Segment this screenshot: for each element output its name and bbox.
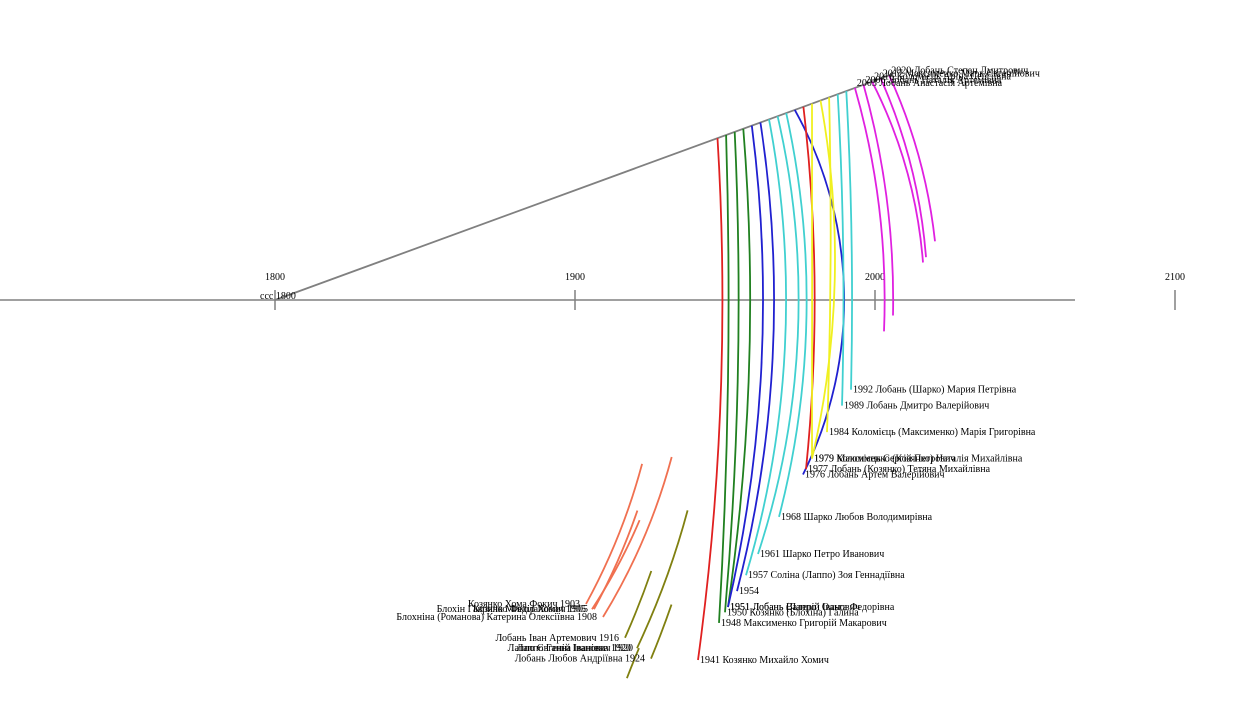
- person-arc: [836, 94, 845, 406]
- axis-tick-label: 1900: [565, 272, 585, 283]
- person-arc: [745, 119, 787, 576]
- axis-tick-label: 2100: [1165, 272, 1185, 283]
- person-label: 2016 Коломієць Аріна Сергіївна: [874, 72, 1011, 83]
- person-arc: [727, 128, 751, 608]
- person-label: Лаппо Євгеній Іванович 1920: [508, 643, 633, 654]
- person-label: 1951 Лобань (Лаппо) Ольга Федорівна: [730, 602, 895, 613]
- person-label: 1951 Лобань Валерій Іванович: [730, 602, 860, 613]
- person-label: 2017 Максименко Марк Євгенійович: [883, 69, 1040, 80]
- person-label: Лобань Любов Андріївна 1924: [515, 654, 645, 665]
- person-arc: [591, 519, 641, 610]
- person-label: Блохін Гаврило Миколайович 1905: [437, 604, 586, 615]
- person-label: 1954: [739, 586, 759, 597]
- person-arc: [585, 463, 643, 605]
- person-label: 1961 Шарко Петро Иванович: [760, 549, 884, 560]
- person-arc: [602, 456, 673, 618]
- person-label: 1989 Лобань Дмитро Валерійович: [844, 401, 989, 412]
- person-arc: [636, 510, 689, 649]
- person-arc: [650, 604, 673, 659]
- person-label: 1984 Коломієць (Максименко) Марія Григор…: [829, 427, 1036, 438]
- person-label: 1950 Козянко (Блохіна) Галина: [727, 607, 859, 618]
- person-arcs: [585, 75, 936, 679]
- diagonal-guide-line: [274, 73, 894, 301]
- person-arc: [736, 122, 775, 592]
- person-arc: [626, 647, 640, 679]
- person-arc: [778, 112, 808, 518]
- person-arc: [888, 75, 936, 242]
- person-arc: [879, 78, 927, 258]
- origin-label: ccc 1800: [260, 291, 296, 302]
- person-label: 2020 Лобань Степан Дмитрович: [891, 65, 1028, 76]
- person-arc: [871, 81, 924, 263]
- person-arc: [862, 84, 895, 316]
- person-label: Лобань Іван Артемович 1916: [495, 633, 619, 644]
- person-arc: [697, 138, 724, 661]
- axis-tick-label: 2000: [865, 272, 885, 283]
- person-arc: [757, 115, 800, 555]
- axis-ticks: 1800 1900 2000 2100: [265, 272, 1185, 310]
- person-arc: [811, 100, 836, 459]
- axis-tick-label: 1800: [265, 272, 285, 283]
- person-label: Козянко Федір Хомич 1905: [473, 604, 588, 615]
- person-label: Козянко Хома Фокич 1903: [468, 599, 580, 610]
- person-label: 1941 Козянко Михайло Хомич: [700, 655, 829, 666]
- person-label: 1976 Лобань Артем Валерійович: [805, 470, 945, 481]
- person-label: Блохніна (Романова) Катерина Олексіївна …: [396, 612, 597, 623]
- person-label: 1968 Шарко Любов Володимирівна: [781, 512, 933, 523]
- person-label: 1979 Максименко (Козянко) Наталія Михайл…: [814, 454, 1023, 465]
- person-label: 1957 Соліна (Лаппо) Зоя Геннадіївна: [748, 570, 905, 581]
- person-label: Лаппо Ганна Іванівна 1920: [517, 643, 631, 654]
- person-arc: [727, 125, 764, 608]
- person-arc: [802, 106, 816, 470]
- person-arc: [718, 134, 730, 623]
- person-label: 2003 Лобань Анастасія Артемівна: [857, 78, 1003, 89]
- person-label: 1977 Лобань (Козянко) Тетяна Михайлівна: [808, 464, 991, 475]
- person-arc: [845, 91, 853, 390]
- person-label: 2006 Лобань Наталія Артемівна: [866, 75, 1002, 86]
- person-arc: [624, 570, 653, 639]
- person-label: 1979 Коломієць Сергій Петрович: [814, 454, 955, 465]
- person-label: 1948 Максименко Григорій Макарович: [721, 618, 887, 629]
- person-label: 1992 Лобань (Шарко) Мария Петрівна: [853, 385, 1017, 396]
- person-arc: [854, 87, 886, 332]
- person-arc: [593, 510, 639, 610]
- person-arc: [826, 97, 832, 433]
- person-arc: [724, 131, 740, 613]
